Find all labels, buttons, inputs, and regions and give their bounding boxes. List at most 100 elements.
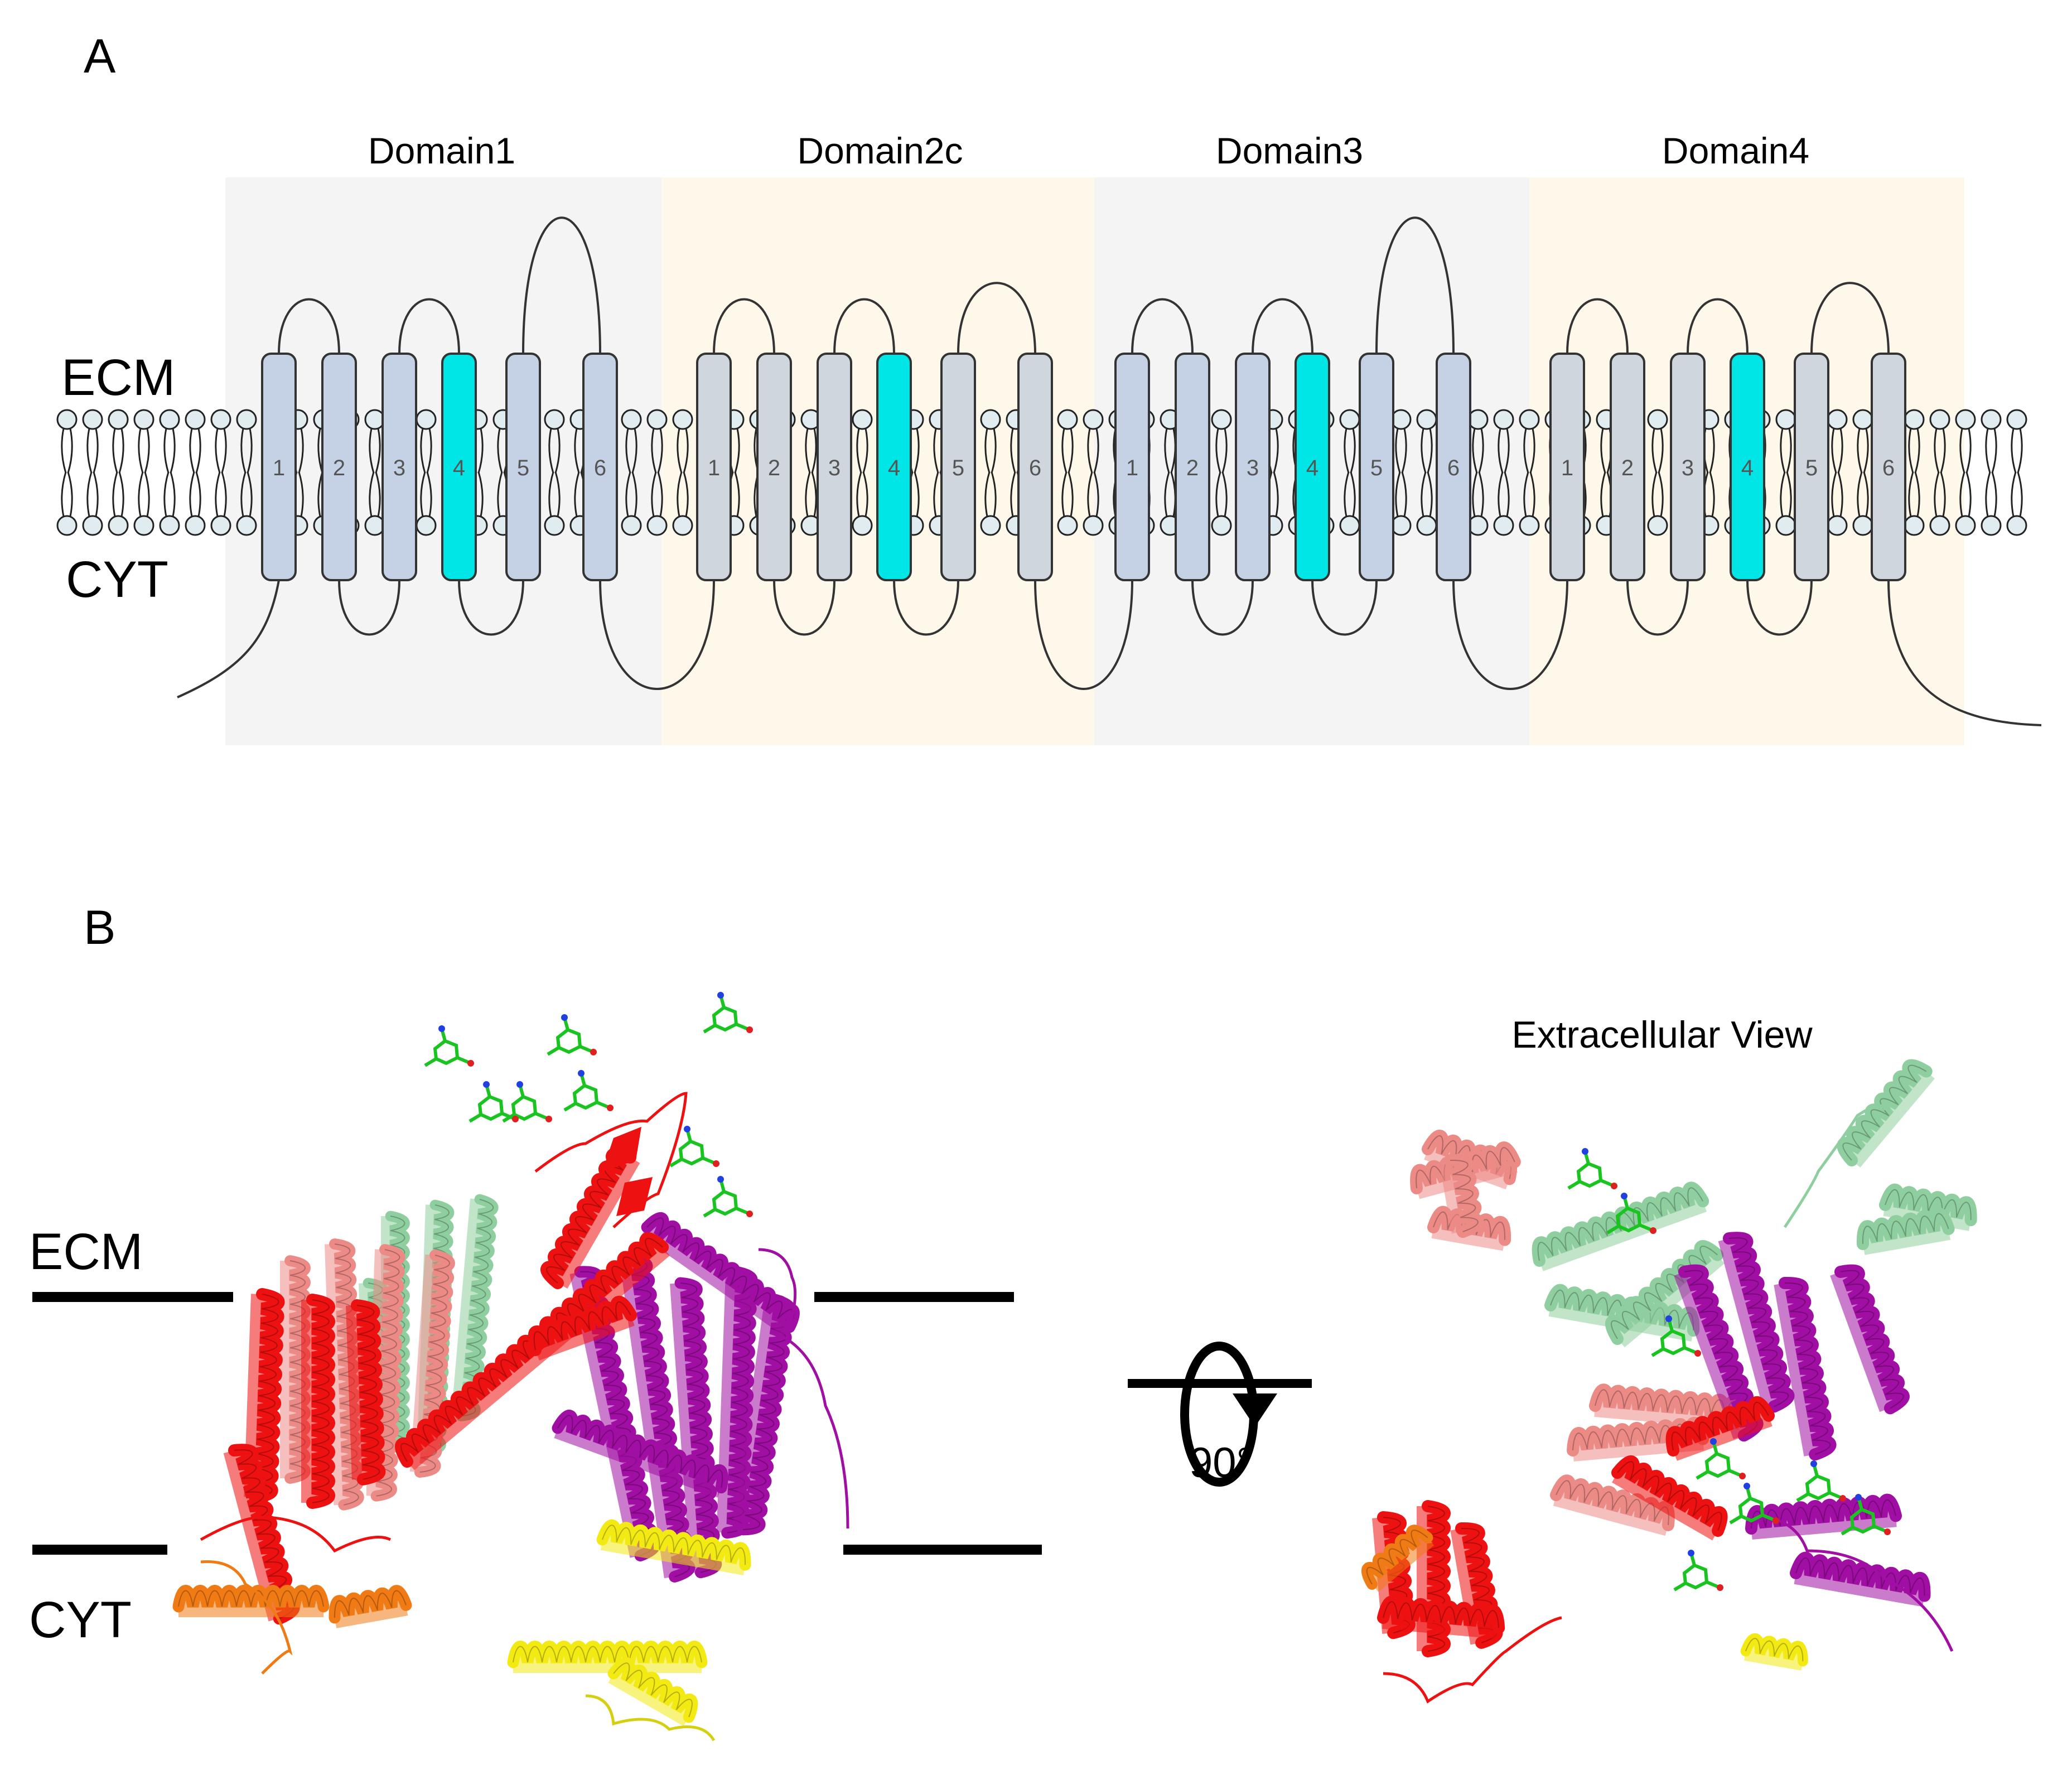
helix-turns [329,1585,412,1624]
lipid-head [185,409,206,430]
lipid-head [1852,515,1873,536]
lipid-tail [625,428,637,474]
glycan-icon [424,1025,474,1067]
helix-turns [1589,1383,1746,1425]
lipid-head [159,409,180,430]
helix-turns [1745,1493,1902,1535]
helix-turns [607,1657,698,1723]
lipid-tail [1344,471,1356,517]
oxygen-atom [467,1060,474,1067]
helix-d1-s1 [261,353,297,581]
nitrogen-atom [1582,1148,1588,1155]
helix-shading [1537,1187,1704,1261]
lipid-tail [1959,428,1972,474]
glycan-icon [1841,1494,1891,1536]
domain1-helix [301,1294,335,1509]
domain4-helix [732,1294,796,1536]
oxygen-atom [1739,1473,1746,1479]
oxygen-atom [607,1105,614,1111]
helix-turns [1605,1240,1724,1345]
helix-d3-s2 [1175,353,1210,581]
helix-shading [557,1415,723,1488]
helix-shading [533,1301,631,1351]
sugar-bond [703,995,751,1034]
lipid-head [1827,515,1848,536]
helix-turns [737,1294,796,1536]
interdomain-linker [1452,580,1568,690]
domain1-helix-top [1377,1595,1505,1639]
lipid-tail [1857,471,1869,517]
lipid-tail [548,471,561,517]
lipid-tail [215,428,227,474]
helix-shading [1795,1557,1925,1596]
sugar-ring [1805,1474,1832,1501]
lipid-tail [984,428,997,474]
helix-d4-s4 [1730,353,1765,581]
helix-number-label: 3 [393,456,405,480]
helix-d1-s2 [321,353,357,581]
helix-d2-s2 [756,353,792,581]
helix-shading [646,1217,795,1328]
sugar-ring [712,1189,738,1216]
helix-turns [329,1238,364,1511]
lipid-tail [369,471,381,517]
lipid-tail [1651,428,1664,474]
helix-number-label: 2 [1186,456,1199,480]
panel-b-ecm-label: ECM [29,1223,143,1280]
lipid-head [1827,409,1848,430]
domain1-helix [346,1299,386,1486]
helix-turns [395,1232,669,1468]
lipid-head [672,515,693,536]
sugar-ring [511,1094,538,1121]
lipid-head [210,409,231,430]
helix-number-label: 5 [1805,456,1818,480]
lipid-tail [2011,428,2023,474]
helix-turns [596,1519,751,1571]
panel-b-cyt-label: CYT [29,1592,132,1648]
helix-turns [1779,1276,1837,1461]
extracellular-loop [1375,216,1455,354]
lipid-tail [1651,471,1664,517]
nitrogen-atom [1743,1483,1750,1489]
domain-title-2: Domain2c [797,130,963,171]
lipid-tail [1498,471,1510,517]
oxygen-atom [1717,1584,1723,1591]
panel-b: B ECM CYT 90° Extracellular View [29,901,1977,1742]
lipid-tail [1087,428,1099,474]
protein-structure-extracellular-view [1361,1059,1977,1704]
helix-turns [641,1212,800,1333]
sugar-bond [703,1179,751,1218]
helix-number-label: 5 [952,456,964,480]
interdomain-linker [599,580,715,690]
glycan-icon [1729,1483,1779,1525]
orange-helix-top [1361,1525,1435,1592]
oxygen-atom [1611,1183,1617,1189]
helix-number-label: 4 [1306,456,1318,480]
domain-title-4: Domain4 [1662,130,1809,171]
helix-turns [1856,1207,1955,1250]
helix-d4-s1 [1549,353,1585,581]
lipid-head [1339,515,1360,536]
c-terminus [1887,580,2042,726]
lipid-head [672,409,693,430]
sugar-bond [1796,1463,1844,1502]
lipid-head [1416,515,1437,536]
lipid-head [1467,515,1489,536]
glycan-icon [703,992,753,1034]
lipid-head [980,515,1001,536]
helix-shading [1840,1270,1904,1409]
domain4-helix-top [1790,1551,1931,1607]
lipid-head [1390,409,1412,430]
n-terminus [177,580,280,698]
helix-shading [1366,1530,1428,1585]
lipid-head [1211,515,1232,536]
lipid-tail [1472,428,1484,474]
lipid-head [416,515,437,536]
extracellular-loop [278,298,340,354]
domain3-loop-top [1783,1104,1887,1228]
cytoplasmic-loop [1311,580,1378,636]
helix-turns [351,1299,386,1486]
helix-shading [743,1299,791,1530]
nitrogen-atom [561,1014,568,1021]
nitrogen-atom [1688,1550,1694,1556]
